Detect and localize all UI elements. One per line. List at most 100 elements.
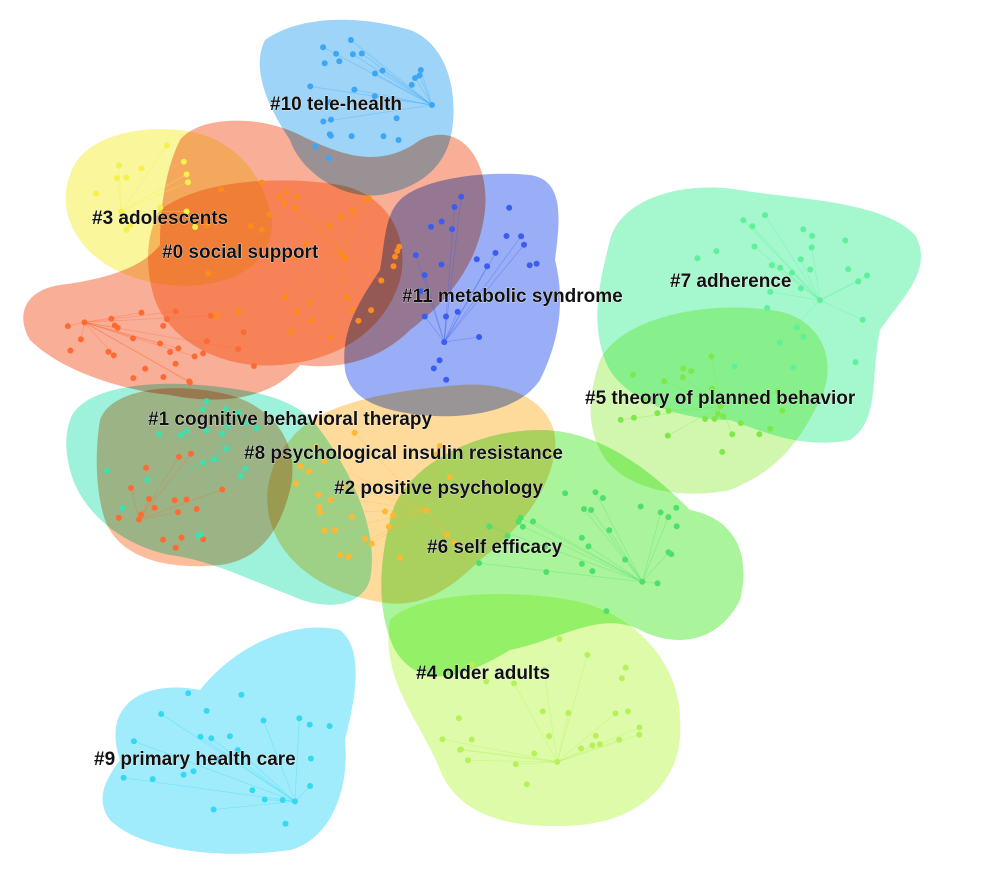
network-node	[800, 333, 807, 340]
network-edge	[84, 321, 161, 344]
network-node	[606, 527, 613, 534]
network-node	[451, 204, 458, 210]
network-node	[438, 218, 445, 225]
network-node	[349, 306, 356, 313]
network-node	[430, 365, 437, 372]
network-edge	[121, 181, 189, 212]
network-node	[235, 309, 242, 315]
network-node	[581, 506, 587, 512]
network-node	[312, 444, 319, 450]
network-node	[247, 223, 254, 229]
network-node	[348, 133, 355, 140]
network-edge	[121, 458, 215, 509]
network-node	[777, 264, 784, 271]
network-edge	[479, 562, 643, 583]
network-node	[200, 459, 207, 466]
network-node	[717, 403, 724, 410]
network-node	[128, 485, 134, 491]
network-node	[554, 758, 561, 765]
network-node	[191, 353, 198, 360]
network-node	[511, 680, 517, 687]
network-edge	[294, 718, 300, 802]
network-node	[130, 375, 137, 382]
network-node	[303, 241, 310, 248]
network-node	[183, 428, 190, 435]
network-node	[433, 451, 440, 458]
network-node	[307, 83, 314, 90]
network-node	[540, 667, 547, 674]
network-node	[789, 269, 795, 276]
network-node	[288, 328, 295, 335]
network-node	[665, 407, 672, 414]
cluster-label-5: #5 theory of planned behavior	[585, 388, 856, 409]
network-node	[396, 554, 403, 561]
cluster-label-6: #6 self efficacy	[427, 537, 563, 558]
network-edge	[211, 738, 296, 802]
network-edge	[138, 453, 192, 520]
network-node	[603, 608, 610, 615]
network-node	[282, 189, 289, 196]
network-node	[855, 278, 862, 285]
network-node	[630, 414, 637, 421]
network-node	[756, 431, 763, 438]
network-node	[328, 116, 334, 123]
network-node	[258, 179, 265, 186]
network-node	[351, 429, 358, 436]
network-node	[158, 711, 165, 717]
network-node	[465, 757, 471, 764]
network-node	[328, 334, 334, 340]
network-node	[321, 527, 328, 534]
network-node	[719, 448, 726, 455]
network-edge	[322, 46, 433, 106]
network-node	[190, 768, 197, 775]
network-node	[326, 99, 333, 106]
network-node	[123, 174, 130, 181]
network-edge	[415, 254, 445, 343]
network-node	[578, 560, 585, 567]
network-node	[412, 75, 419, 81]
network-node	[530, 518, 536, 525]
network-node	[800, 226, 807, 233]
network-edge	[819, 299, 863, 321]
network-node	[390, 263, 397, 270]
network-edge	[443, 235, 522, 343]
network-edge	[354, 432, 427, 511]
network-node	[219, 486, 226, 493]
network-edge	[556, 712, 569, 763]
network-node	[157, 204, 164, 211]
network-node	[175, 345, 182, 352]
cluster-label-3: #3 adolescents	[92, 208, 228, 229]
network-node	[458, 746, 464, 753]
network-node	[585, 543, 592, 550]
network-edge	[420, 69, 433, 106]
network-node	[237, 473, 244, 479]
network-node	[316, 504, 323, 511]
network-node	[224, 423, 231, 430]
network-node	[281, 200, 287, 207]
network-node	[731, 363, 738, 370]
network-node	[767, 425, 774, 432]
network-node	[157, 340, 164, 347]
network-node	[446, 474, 453, 481]
network-node	[768, 262, 775, 269]
network-node	[380, 133, 387, 140]
network-node	[790, 364, 797, 371]
network-node	[654, 580, 661, 587]
network-node	[589, 742, 596, 749]
network-node	[358, 50, 365, 57]
network-edge	[84, 321, 239, 350]
network-node	[636, 724, 643, 731]
network-node	[396, 243, 403, 250]
network-node	[176, 453, 182, 460]
network-node	[178, 534, 185, 541]
network-node	[180, 158, 187, 165]
network-node	[348, 513, 355, 520]
network-edge	[214, 458, 246, 470]
network-edge	[557, 713, 616, 763]
network-node	[218, 186, 225, 193]
network-edge	[208, 253, 342, 274]
network-edge	[811, 247, 821, 301]
network-edge	[443, 311, 459, 343]
network-edge	[309, 253, 342, 303]
network-edge	[414, 77, 433, 106]
